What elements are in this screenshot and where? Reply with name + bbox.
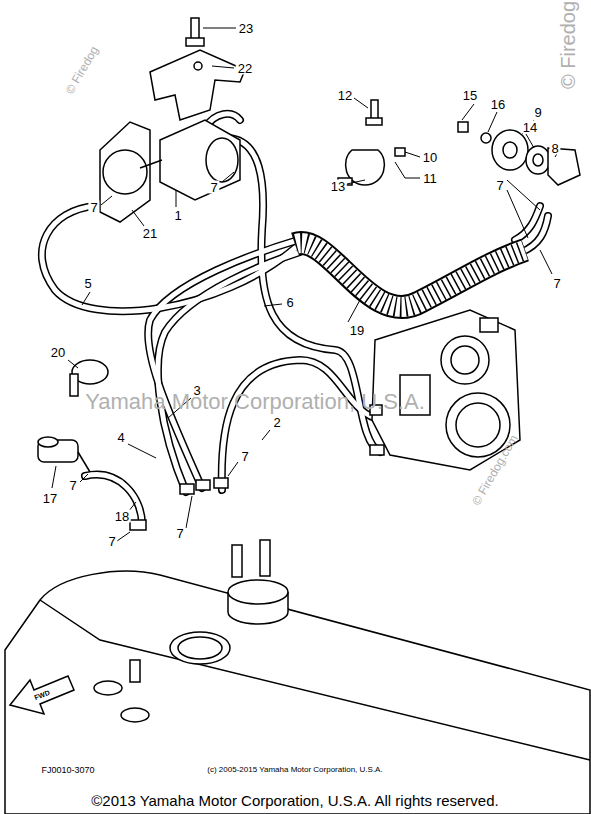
callout-number: 12 — [336, 89, 354, 102]
callout-number: 7 — [88, 201, 99, 214]
callout-number: 7 — [174, 527, 185, 540]
copyright-note: ©2013 Yamaha Motor Corporation, U.S.A. A… — [91, 793, 498, 808]
callout-number: 7 — [208, 181, 219, 194]
callout-number: 15 — [461, 89, 479, 102]
callout-number: 14 — [521, 121, 539, 134]
callout-number: 1 — [172, 209, 183, 222]
callout-number: 16 — [489, 98, 507, 111]
callout-number: 21 — [141, 227, 159, 240]
callout-number: 7 — [106, 535, 117, 548]
callout-number: 10 — [421, 151, 439, 164]
callout-number: 13 — [329, 180, 347, 193]
copyright-note: (c) 2005-2015 Yamaha Motor Corporation, … — [207, 766, 382, 774]
callout-number: 6 — [284, 296, 295, 309]
watermark: © Firedog — [64, 44, 101, 96]
callout-number: 22 — [236, 62, 254, 75]
watermark: Yamaha Motor Corporation, U.S.A. — [85, 391, 425, 413]
callout-number: 7 — [67, 479, 78, 492]
callout-number: 3 — [191, 384, 202, 397]
callout-number: 8 — [549, 142, 560, 155]
callout-number: 9 — [532, 106, 543, 119]
callout-number: 7 — [551, 277, 562, 290]
watermark: © Firedog — [558, 1, 578, 89]
callout-number: 7 — [239, 450, 250, 463]
callout-number: 7 — [494, 179, 505, 192]
callout-number: 20 — [49, 346, 67, 359]
callout-number: 5 — [82, 277, 93, 290]
callout-number: 19 — [348, 324, 366, 337]
callout-number: 4 — [115, 431, 126, 444]
callout-number: FJ0010-3070 — [39, 766, 96, 775]
callout-number: 23 — [237, 22, 255, 35]
callout-number: 11 — [421, 172, 439, 185]
callout-number: 2 — [271, 416, 282, 429]
callout-number: 17 — [41, 492, 59, 505]
callout-number: 18 — [113, 510, 131, 523]
